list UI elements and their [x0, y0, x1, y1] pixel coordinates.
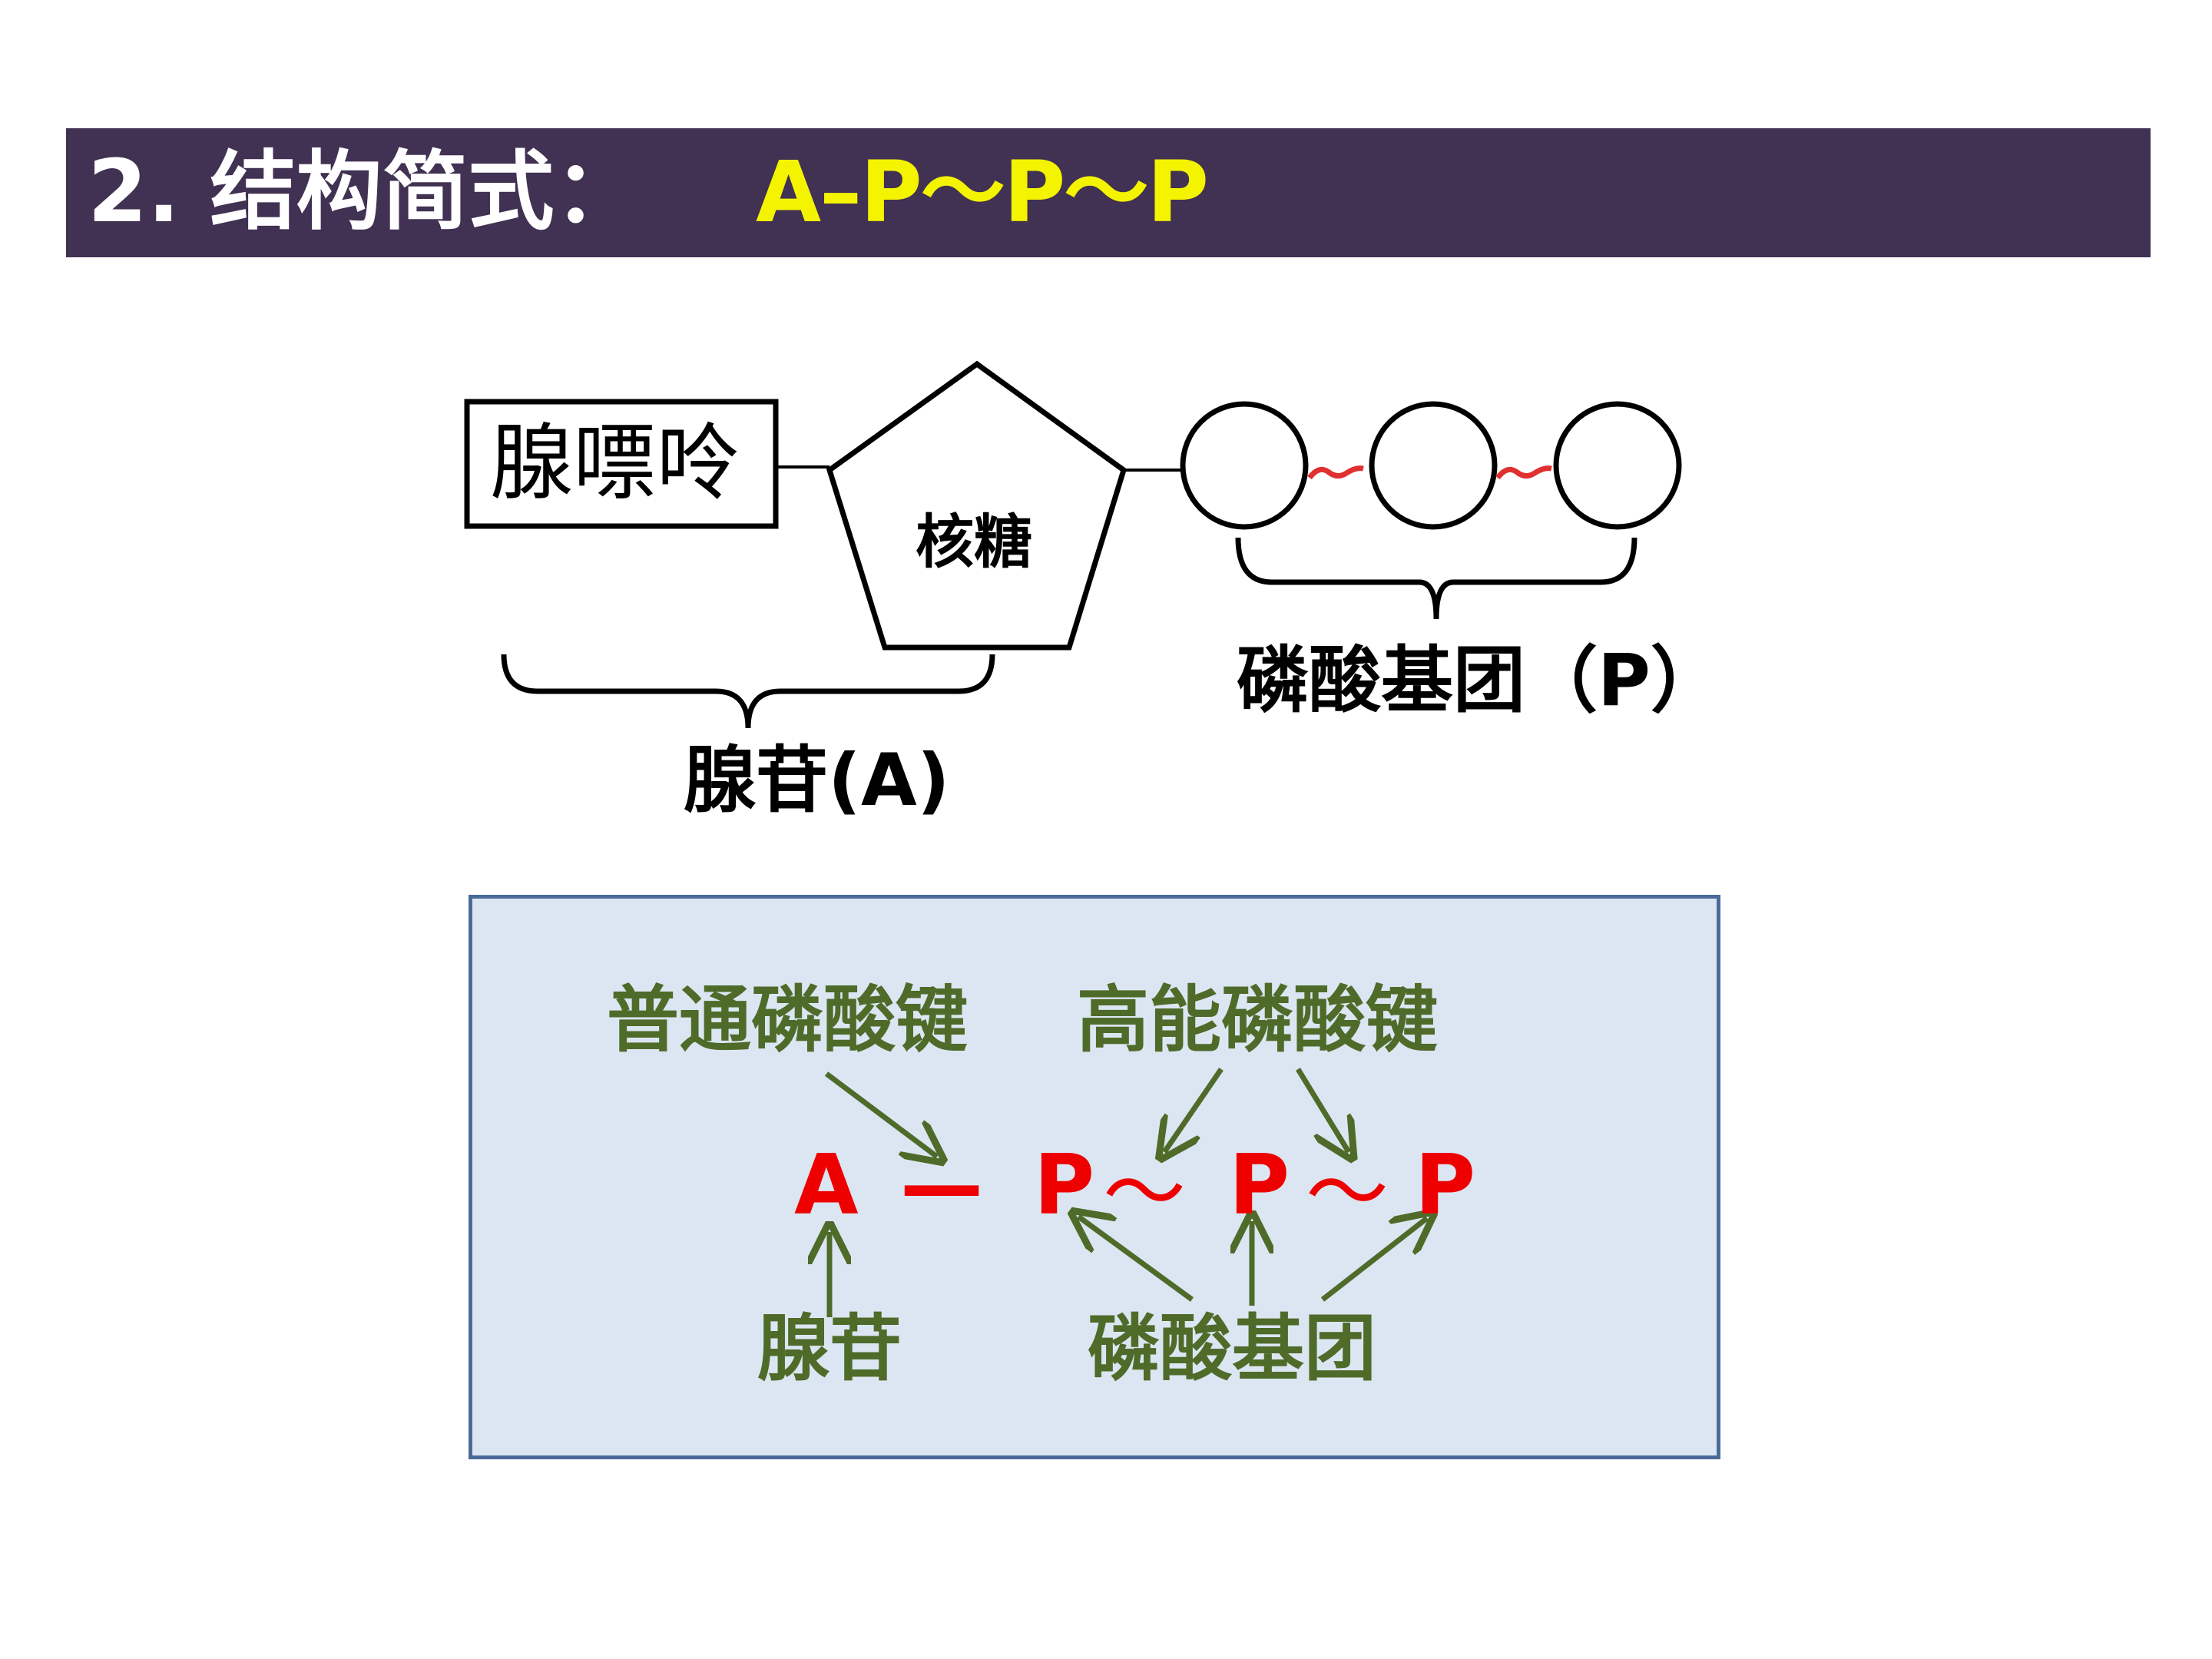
arrow-ordinary-bond [824, 1071, 937, 1157]
phosphate-circle-1 [1180, 401, 1309, 530]
adenosine-brace [501, 654, 995, 729]
phosphate-circle-2 [1369, 401, 1498, 530]
arrow-high-energy-1 [1164, 1068, 1224, 1152]
formula-tilde-1: ～ [1103, 1145, 1187, 1241]
arrow-high-energy-2 [1296, 1068, 1349, 1152]
phosphate-group-label: 磷酸基团（P） [1237, 639, 1723, 723]
formula-a: A [794, 1137, 859, 1233]
ribose-label: 核糖 [916, 508, 1032, 576]
panel-phosphate-label: 磷酸基团 [1088, 1307, 1377, 1391]
formula-p2: P [1229, 1137, 1290, 1233]
bond-explanation-panel [469, 895, 1720, 1459]
ribose-pentagon [826, 360, 1128, 651]
panel-adenosine-label: 腺苷 [757, 1307, 902, 1391]
high-energy-link-2 [1495, 465, 1552, 480]
formula-tilde-2: ～ [1306, 1145, 1389, 1241]
ordinary-bond-label: 普通磷酸键 [607, 979, 969, 1062]
phosphate-circle-3 [1553, 401, 1682, 530]
adenosine-label: 腺苷(A) [684, 739, 950, 823]
title-formula: A–P～P～P [756, 143, 1209, 241]
adenine-box [464, 399, 779, 529]
phosphate-brace [1235, 537, 1637, 620]
title-label: 2. 结构简式： [88, 142, 641, 242]
title-bar: 2. 结构简式： A–P～P～P [66, 128, 2151, 257]
formula-p3: P [1415, 1137, 1476, 1233]
formula-p1: P [1034, 1137, 1095, 1233]
formula-dash: — [900, 1137, 983, 1233]
arrow-phosphate-1 [1078, 1217, 1194, 1302]
high-energy-link-1 [1307, 465, 1364, 480]
arrow-phosphate-3 [1320, 1218, 1427, 1302]
adenine-label: 腺嘌呤 [490, 416, 740, 512]
high-energy-bond-label: 高能磷酸键 [1077, 979, 1439, 1062]
